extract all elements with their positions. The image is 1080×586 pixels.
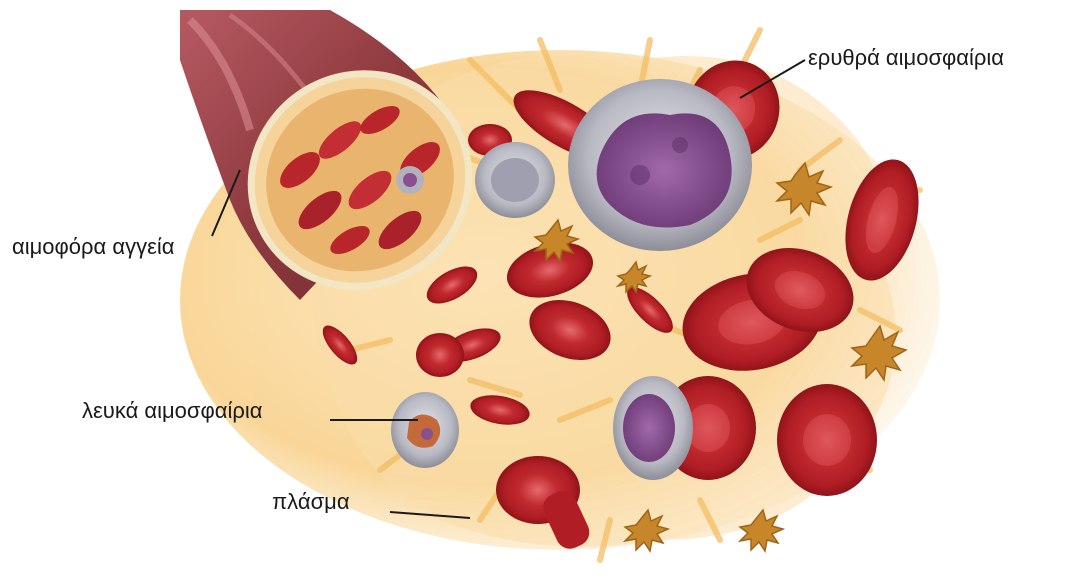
label-red-blood-cells: ερυθρά αιμοσφαίρια [808,47,1004,69]
label-white-blood-cells: λευκά αιμοσφαίρια [82,400,263,422]
red-cell [777,384,877,496]
red-cell [416,333,464,377]
white-cell [391,392,459,468]
label-plasma: πλάσμα [272,491,350,513]
white-cell [613,376,693,480]
white-cell-large [568,79,752,251]
white-cell [475,142,555,218]
label-blood-vessels: αιμοφόρα αγγεία [12,236,175,258]
